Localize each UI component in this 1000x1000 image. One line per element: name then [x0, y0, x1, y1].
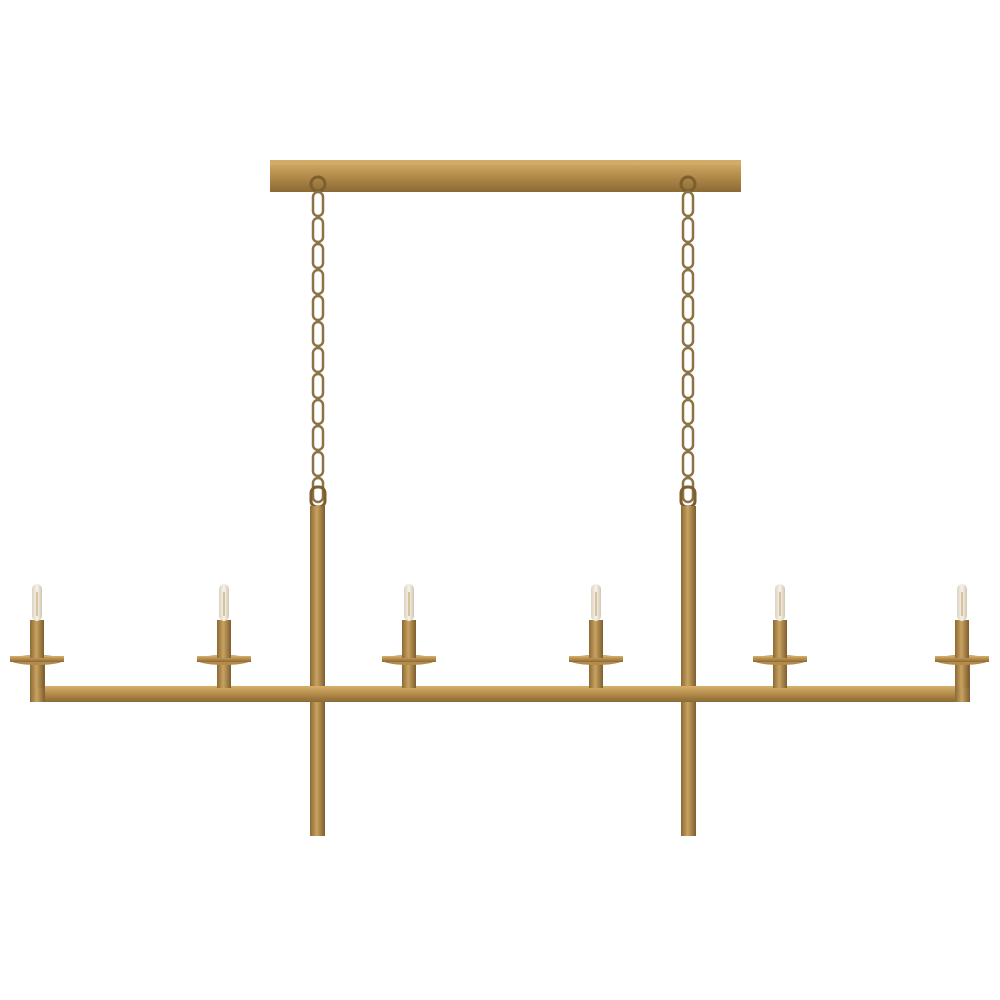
candle-stem: [955, 662, 969, 688]
ceiling-canopy: [270, 160, 741, 192]
bobeche-rim: [935, 656, 989, 662]
candle-sleeve: [217, 620, 231, 658]
chain-link: [681, 190, 695, 218]
candle-sleeve: [30, 620, 44, 658]
chain-link: [681, 320, 695, 348]
candle-stem: [402, 662, 416, 688]
chain-link: [681, 216, 695, 244]
candle-stem: [217, 662, 231, 688]
candle-stem: [30, 662, 44, 688]
chain-link: [311, 476, 325, 504]
chain-link: [681, 268, 695, 296]
chain-link: [681, 372, 695, 400]
candle-sleeve: [589, 620, 603, 658]
chain-link: [311, 242, 325, 270]
candle-stem: [589, 662, 603, 688]
bobeche-rim: [569, 656, 623, 662]
chain-link: [311, 216, 325, 244]
vertical-post: [310, 506, 325, 836]
horizontal-arm: [30, 686, 970, 702]
chain-link: [681, 450, 695, 478]
chain-link: [311, 398, 325, 426]
chain-link: [311, 372, 325, 400]
chain-link: [311, 346, 325, 374]
bobeche-rim: [382, 656, 436, 662]
bobeche-rim: [753, 656, 807, 662]
chain-link: [311, 320, 325, 348]
bobeche-rim: [10, 656, 64, 662]
chain-link: [311, 424, 325, 452]
candle-sleeve: [402, 620, 416, 658]
chain-link: [681, 242, 695, 270]
candle-sleeve: [955, 620, 969, 658]
candle-stem: [773, 662, 787, 688]
bobeche-rim: [197, 656, 251, 662]
chain-link: [311, 190, 325, 218]
chain-link: [681, 398, 695, 426]
chain-link: [681, 424, 695, 452]
chain-link: [681, 294, 695, 322]
vertical-post: [681, 506, 696, 836]
chain-link: [311, 294, 325, 322]
candle-sleeve: [773, 620, 787, 658]
chain-link: [681, 346, 695, 374]
chain-link: [681, 476, 695, 504]
canopy-top-edge: [270, 160, 741, 165]
chain-link: [311, 450, 325, 478]
chain-link: [311, 268, 325, 296]
